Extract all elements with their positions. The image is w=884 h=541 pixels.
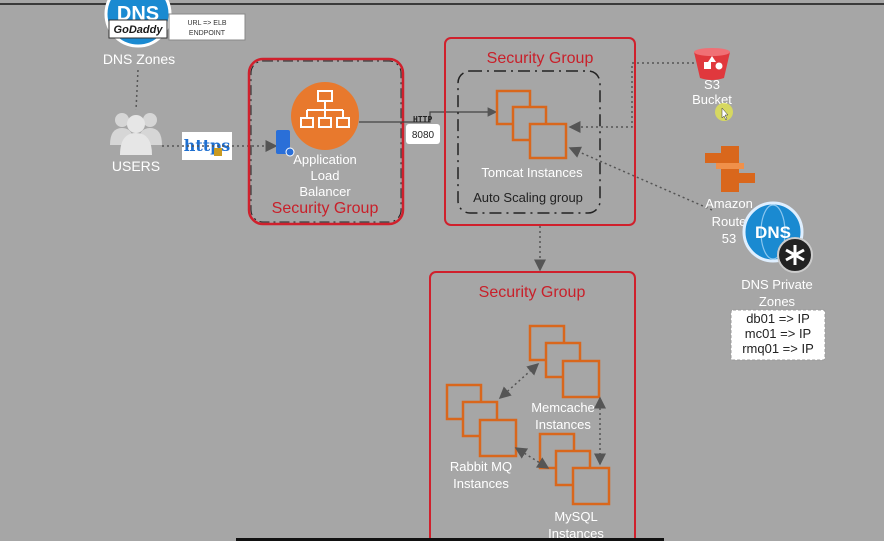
memcache-instances-icon [528, 324, 601, 399]
dns-zones-label: DNS Zones [103, 51, 175, 67]
alb-security-group-border [247, 57, 405, 226]
dns-record-db01: db01 => IP [746, 311, 810, 326]
alb-tree-icon [300, 90, 350, 128]
route53-label-line3: 53 [722, 231, 736, 246]
dns-record-rmq01: rmq01 => IP [742, 341, 814, 356]
lock-icon [214, 148, 222, 156]
tomcat-instances-icon [495, 89, 568, 160]
dns-record-mc01: mc01 => IP [745, 326, 811, 341]
godaddy-text: GoDaddy [114, 24, 164, 36]
rabbitmq-label-line2: Instances [453, 476, 509, 491]
dns-private-label-line2: Zones [759, 294, 796, 309]
rabbit-mysql-connector [514, 447, 550, 469]
dns-note [168, 13, 246, 41]
tomcat-instances-label: Tomcat Instances [481, 165, 583, 180]
s3-bucket-icon [694, 48, 730, 80]
dns-note-line2: ENDPOINT [189, 30, 226, 37]
dns-note-line1: URL => ELB [187, 20, 226, 27]
route53-icon [705, 146, 755, 192]
alb-security-group-label: Security Group [272, 200, 379, 217]
route53-label-line1: Amazon [705, 196, 753, 211]
auto-scaling-group-label: Auto Scaling group [473, 190, 583, 205]
s3-tomcat-connector [568, 62, 694, 133]
dns-zones-group: DNS GoDaddy URL => ELB ENDPOINT DNS Zone… [103, 0, 246, 67]
dns-private-label-line1: DNS Private [741, 277, 813, 292]
mouse-cursor-icon [721, 107, 729, 121]
users-group: USERS [110, 113, 162, 174]
mysql-label-line2: Instances [548, 526, 604, 541]
memcache-label-line2: Instances [535, 417, 591, 432]
alb-label-line2: Load [311, 168, 340, 183]
alb-dashdot-border [250, 60, 402, 223]
users-label: USERS [112, 158, 160, 174]
mysql-label-line1: MySQL [554, 509, 597, 524]
route53-label-line2: Route [712, 214, 747, 229]
backend-security-group-title: Security Group [479, 284, 586, 301]
http-label: HTTP [413, 115, 432, 124]
alb-label-line3: Balancer [299, 184, 351, 199]
port-text: 8080 [412, 130, 435, 141]
backend-security-group-border [429, 271, 636, 541]
port-badge [406, 124, 440, 144]
auto-scaling-group-border [457, 70, 601, 214]
asterisk-icon [785, 245, 805, 265]
rabbitmq-label-line1: Rabbit MQ [450, 459, 512, 474]
dns-private-icon-text: DNS [755, 223, 791, 242]
mysql-instances-icon [538, 432, 611, 506]
route53-tomcat-connector [568, 146, 713, 211]
s3-label-line1: S3 [704, 77, 720, 92]
memcache-label-line1: Memcache [531, 400, 595, 415]
app-security-group-title: Security Group [487, 50, 594, 67]
certificate-icon [276, 130, 290, 154]
alb-tomcat-connector [359, 107, 498, 123]
godaddy-logo [108, 19, 168, 39]
rabbitmq-instances-icon [445, 383, 518, 458]
dns-records-box [730, 309, 826, 361]
alb-label-line1: Application [293, 152, 357, 167]
users-icon [110, 113, 162, 155]
rabbit-memcache-connector [498, 362, 540, 400]
dns-users-connector [135, 69, 139, 111]
bottom-strip [236, 538, 664, 541]
app-security-group-border [444, 37, 636, 226]
